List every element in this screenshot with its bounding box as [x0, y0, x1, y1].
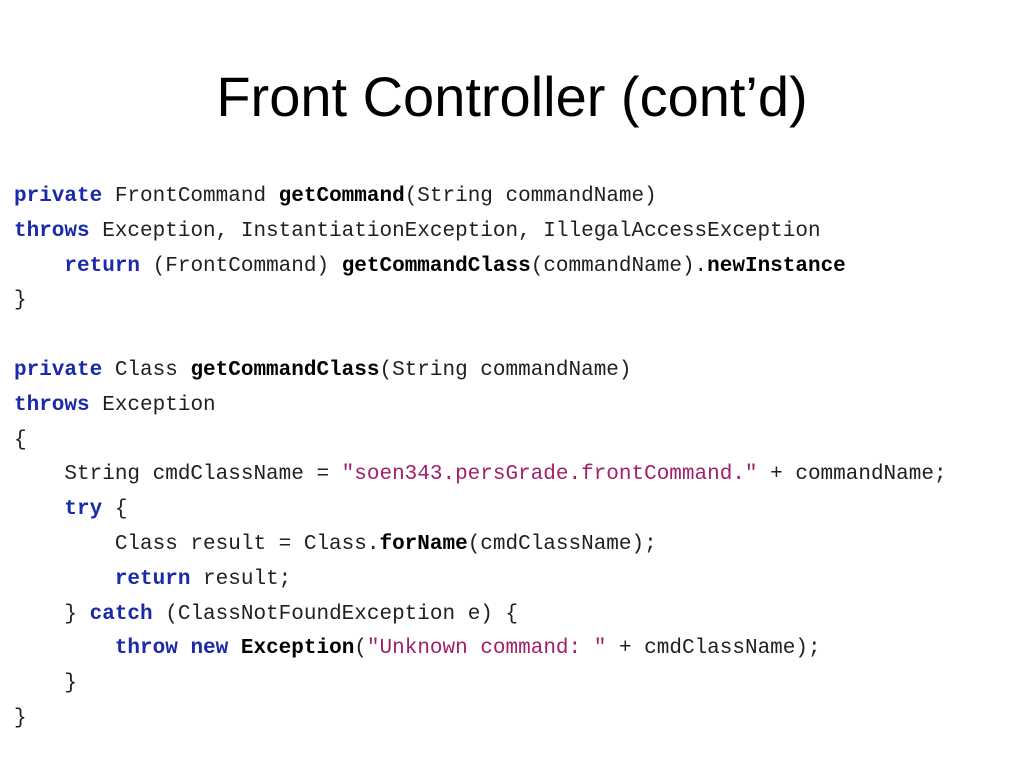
code-line: throw new Exception("Unknown command: " …	[14, 632, 1024, 667]
code-block: private FrontCommand getCommand(String c…	[14, 180, 1024, 737]
code-keyword: private	[14, 358, 103, 382]
code-text: {	[14, 428, 27, 452]
code-method-name: getCommandClass	[190, 358, 380, 382]
code-string-literal: "Unknown command: "	[366, 637, 607, 661]
code-text: }	[14, 602, 90, 626]
code-text	[228, 637, 241, 660]
code-text: result;	[190, 567, 292, 591]
code-keyword: private	[14, 185, 103, 208]
code-method-name: Exception	[240, 637, 355, 661]
code-text: (cmdClassName);	[467, 532, 657, 556]
code-text	[14, 255, 64, 278]
code-keyword: return	[64, 254, 141, 278]
code-line: }	[14, 667, 1024, 702]
code-text	[14, 568, 115, 591]
code-text: + cmdClassName);	[606, 637, 821, 661]
code-line: throws Exception, InstantiationException…	[14, 215, 1024, 250]
code-text: FrontCommand	[102, 185, 279, 208]
code-keyword: throw	[114, 637, 178, 661]
code-line: private Class getCommandClass(String com…	[14, 354, 1024, 389]
code-text: Exception, InstantiationException, Illeg…	[89, 219, 821, 243]
code-text: Class	[102, 358, 191, 382]
code-line: } catch (ClassNotFoundException e) {	[14, 598, 1024, 633]
code-line: return (FrontCommand) getCommandClass(co…	[14, 250, 1024, 285]
code-line: private FrontCommand getCommand(String c…	[14, 180, 1024, 215]
code-line: }	[14, 284, 1024, 319]
code-text: (String commandName)	[379, 358, 632, 382]
code-method-name: getCommand	[278, 185, 405, 208]
code-text: Class result = Class.	[14, 532, 380, 556]
code-line: }	[14, 702, 1024, 737]
code-line: String cmdClassName = "soen343.persGrade…	[14, 458, 1024, 493]
code-text: (	[354, 637, 367, 661]
code-line: {	[14, 424, 1024, 459]
code-keyword: throws	[14, 393, 90, 417]
code-line	[14, 319, 1024, 354]
code-text: }	[14, 706, 27, 730]
code-line: Class result = Class.forName(cmdClassNam…	[14, 528, 1024, 563]
code-method-name: forName	[379, 532, 468, 556]
code-keyword: new	[190, 637, 229, 661]
code-line: return result;	[14, 563, 1024, 598]
code-text: Exception	[89, 393, 216, 417]
code-text: (commandName).	[530, 254, 708, 278]
code-text: (FrontCommand)	[140, 254, 342, 278]
code-keyword: catch	[89, 602, 153, 626]
slide-title: Front Controller (cont’d)	[216, 65, 808, 128]
code-text: (String commandName)	[404, 185, 657, 208]
code-text: (ClassNotFoundException e) {	[152, 602, 519, 626]
code-text: String cmdClassName =	[14, 463, 342, 487]
code-text	[14, 637, 115, 660]
code-string-literal: "soen343.persGrade.frontCommand."	[341, 463, 758, 487]
code-text	[178, 637, 191, 660]
code-keyword: return	[114, 567, 191, 591]
code-text: + commandName;	[757, 463, 947, 487]
code-method-name: newInstance	[707, 254, 846, 278]
code-keyword: try	[64, 498, 103, 522]
code-text: }	[14, 289, 27, 313]
code-method-name: getCommandClass	[341, 254, 531, 278]
code-text: {	[102, 498, 128, 522]
code-text: }	[14, 672, 78, 696]
code-text	[14, 498, 64, 521]
code-keyword: throws	[14, 219, 90, 243]
code-line: throws Exception	[14, 389, 1024, 424]
code-line: try {	[14, 493, 1024, 528]
